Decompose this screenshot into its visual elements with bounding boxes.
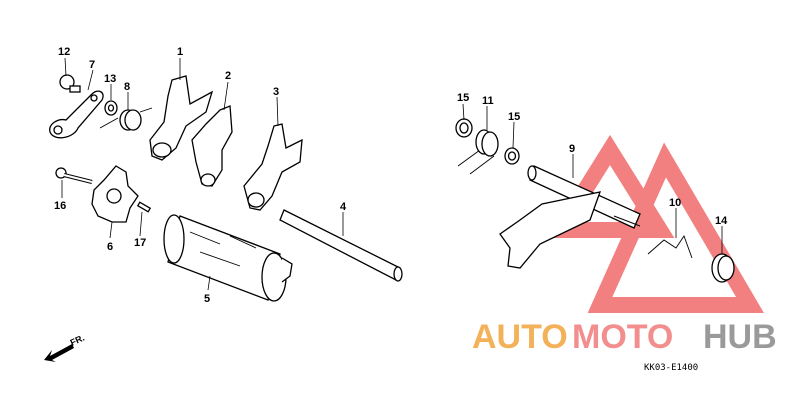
part-15-clip-right: [504, 147, 520, 165]
part-9-gearshift-spindle: [499, 165, 641, 269]
part-10-spring: [647, 235, 693, 259]
part-15-clip-left: [455, 118, 473, 138]
part-16-bolt: [55, 167, 93, 184]
label-part-15-right: 15: [508, 111, 520, 123]
label-part-3: 3: [273, 86, 279, 98]
svg-text:FR.: FR.: [69, 333, 86, 348]
label-part-10: 10: [669, 197, 681, 209]
part-8-spring: [99, 107, 153, 131]
label-part-6: 6: [107, 241, 113, 253]
part-7-stopper-arm: [49, 90, 104, 139]
part-3-shift-fork: [243, 123, 303, 211]
label-part-15-left: 15: [457, 92, 469, 104]
part-4-shift-fork-shaft: [279, 209, 403, 282]
part-1-shift-fork: [149, 75, 214, 161]
label-part-8: 8: [124, 81, 130, 93]
svg-text:HUB: HUB: [703, 318, 777, 356]
label-part-5: 5: [204, 293, 210, 305]
svg-text:AUTO: AUTO: [472, 318, 568, 356]
part-11-return-spring: [457, 129, 499, 175]
label-part-4: 4: [340, 201, 347, 213]
part-12-bolt: [59, 74, 81, 93]
part-6-drum-center: [91, 165, 139, 223]
label-part-17: 17: [134, 237, 146, 249]
svg-text:MOTO: MOTO: [572, 318, 673, 356]
label-part-12: 12: [58, 46, 70, 58]
label-part-11: 11: [482, 95, 494, 107]
watermark-text: AUTO MOTO HUB: [472, 318, 777, 356]
label-part-16: 16: [54, 200, 66, 212]
diagram-code: KK03-E1400: [644, 363, 698, 373]
part-5-shift-drum: [163, 214, 293, 302]
label-part-13: 13: [104, 73, 116, 85]
front-direction-arrow: FR.: [44, 333, 86, 362]
part-14-oil-seal: [711, 253, 735, 283]
part-2-shift-fork: [191, 105, 233, 187]
label-part-2: 2: [225, 70, 231, 82]
part-17-pin: [136, 201, 152, 213]
label-part-7: 7: [89, 59, 95, 71]
label-part-14: 14: [715, 215, 728, 227]
leader-lines: [61, 57, 723, 291]
part-13-washer: [104, 100, 118, 116]
label-part-9: 9: [569, 143, 575, 155]
label-part-1: 1: [177, 46, 183, 58]
